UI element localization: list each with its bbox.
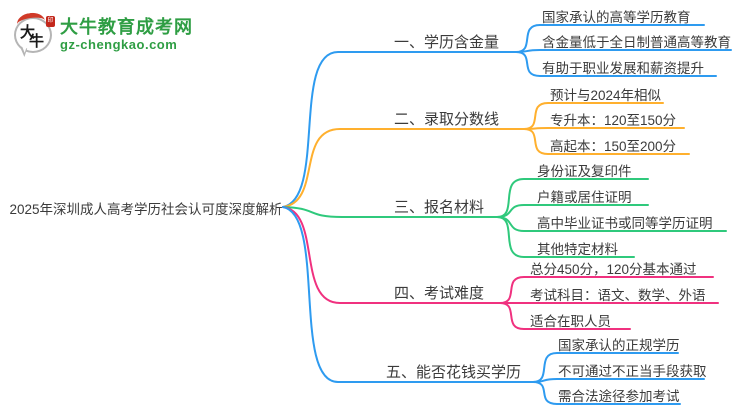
- leaf-node: 高起本：150至200分: [550, 139, 677, 154]
- central-topic: 2025年深圳成人高考学历社会认可度深度解析: [9, 202, 283, 217]
- logo-char: 牛: [29, 33, 45, 50]
- branch-label-5: 五、能否花钱买学历: [386, 364, 522, 381]
- leaf-node: 身份证及复印件: [537, 164, 632, 179]
- logo-title: 大牛教育成考网: [60, 17, 193, 37]
- leaf-node: 专升本：120至150分: [550, 113, 677, 128]
- leaf-node: 适合在职人员: [530, 314, 611, 329]
- site-logo[interactable]: 印 大 牛 大牛教育成考网 gz-chengkao.com: [14, 11, 193, 58]
- branch-label-4: 四、考试难度: [394, 285, 485, 302]
- branch-label-2: 二、录取分数线: [394, 111, 500, 128]
- logo-char: 大: [20, 24, 36, 41]
- leaf-node: 有助于职业发展和薪资提升: [542, 61, 704, 76]
- leaf-node: 预计与2024年相似: [550, 88, 662, 103]
- leaf-node: 含金量低于全日制普通高等教育: [542, 35, 731, 50]
- logo-bubble-tail: [16, 45, 28, 58]
- leaf-node: 国家承认的高等学历教育: [542, 10, 691, 25]
- leaf-node: 需合法途径参加考试: [558, 389, 680, 404]
- leaf-node: 考试科目：语文、数学、外语: [530, 288, 706, 303]
- branch-label-3: 三、报名材料: [394, 199, 485, 216]
- leaf-node: 高中毕业证书或同等学历证明: [537, 216, 713, 231]
- leaf-node: 国家承认的正规学历: [558, 338, 680, 353]
- leaf-node: 户籍或居住证明: [537, 190, 632, 205]
- leaf-node: 总分450分，120分基本通过: [530, 262, 697, 277]
- leaf-node: 不可通过不正当手段获取: [558, 364, 707, 379]
- leaf-node: 其他特定材料: [537, 242, 618, 257]
- logo-seal: 印: [46, 16, 55, 27]
- ox-logo-icon: 印 大 牛: [14, 11, 55, 58]
- logo-subtitle: gz-chengkao.com: [60, 37, 178, 52]
- branch-label-1: 一、学历含金量: [394, 34, 500, 51]
